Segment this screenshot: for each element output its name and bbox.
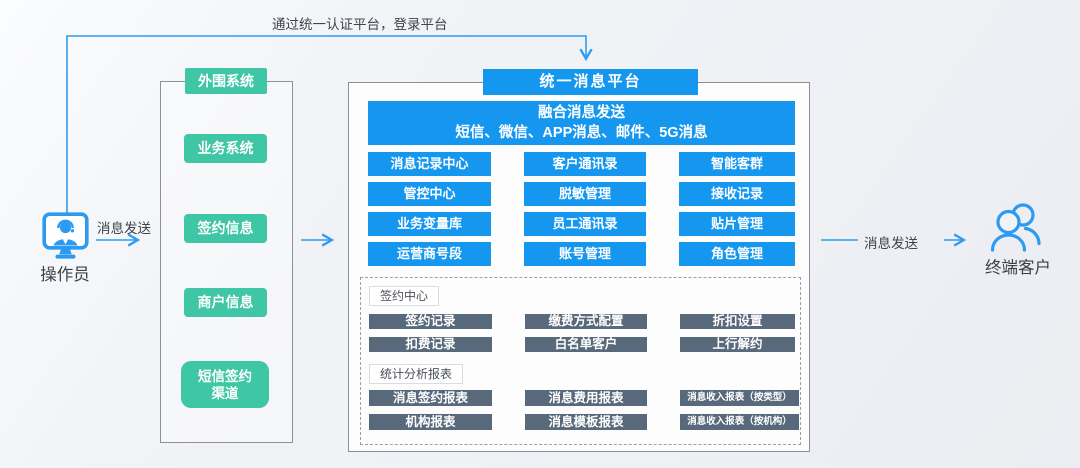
peripheral-systems-title: 外围系统 (185, 68, 267, 94)
sub-sections-box: 签约中心 签约记录 缴费方式配置 折扣设置 扣费记录 白名单客户 上行解约 统计… (360, 277, 801, 445)
modules-grid: 消息记录中心 客户通讯录 智能客群 管控中心 脱敏管理 接收记录 业务变量库 员… (368, 152, 795, 266)
module-node: 运营商号段 (368, 242, 491, 266)
sign-center-node: 折扣设置 (680, 314, 795, 329)
module-node: 客户通讯录 (524, 152, 646, 176)
module-node: 智能客群 (679, 152, 795, 176)
report-node: 消息收入报表（按类型） (680, 390, 799, 406)
sign-center-grid: 签约记录 缴费方式配置 折扣设置 扣费记录 白名单客户 上行解约 (369, 314, 795, 352)
auth-flow-label: 通过统一认证平台，登录平台 (272, 17, 448, 32)
sign-center-node: 签约记录 (369, 314, 492, 329)
sign-center-node: 白名单客户 (525, 337, 647, 352)
module-node: 脱敏管理 (524, 182, 646, 206)
report-node: 消息费用报表 (525, 390, 647, 406)
operator-icon (42, 212, 89, 259)
reports-grid: 消息签约报表 消息费用报表 消息收入报表（按类型） 机构报表 消息模板报表 消息… (369, 390, 799, 430)
sign-center-label: 签约中心 (369, 286, 440, 306)
right-send-label: 消息发送 (864, 236, 918, 251)
sign-center-node: 缴费方式配置 (525, 314, 647, 329)
platform-box: 统一消息平台 融合消息发送 短信、微信、APP消息、邮件、5G消息 消息记录中心… (348, 69, 810, 452)
banner-line1: 融合消息发送 (538, 105, 625, 121)
module-node: 账号管理 (524, 242, 646, 266)
module-node: 贴片管理 (679, 212, 795, 236)
customer-label: 终端客户 (985, 259, 1051, 277)
reports-label: 统计分析报表 (369, 364, 464, 384)
module-node: 角色管理 (679, 242, 795, 266)
module-node: 接收记录 (679, 182, 795, 206)
fusion-banner: 融合消息发送 短信、微信、APP消息、邮件、5G消息 (368, 101, 795, 145)
banner-line2: 短信、微信、APP消息、邮件、5G消息 (455, 125, 708, 141)
operator-label: 操作员 (40, 266, 90, 284)
platform-title: 统一消息平台 (483, 69, 698, 95)
peripheral-node-merchant-info: 商户信息 (184, 288, 267, 317)
left-send-label: 消息发送 (97, 221, 151, 236)
sign-center-node: 上行解约 (680, 337, 795, 352)
sign-center-node: 扣费记录 (369, 337, 492, 352)
peripheral-node-sms-sign-channel: 短信签约渠道 (181, 361, 269, 408)
customers-icon (990, 203, 1041, 252)
module-node: 业务变量库 (368, 212, 491, 236)
report-node: 消息收入报表（按机构） (680, 413, 799, 430)
peripheral-node-sign-info: 签约信息 (184, 214, 267, 243)
report-node: 机构报表 (369, 413, 492, 430)
module-node: 员工通讯录 (524, 212, 646, 236)
report-node: 消息签约报表 (369, 390, 492, 406)
report-node: 消息模板报表 (525, 413, 647, 430)
module-node: 消息记录中心 (368, 152, 491, 176)
module-node: 管控中心 (368, 182, 491, 206)
peripheral-node-business-system: 业务系统 (184, 134, 267, 163)
